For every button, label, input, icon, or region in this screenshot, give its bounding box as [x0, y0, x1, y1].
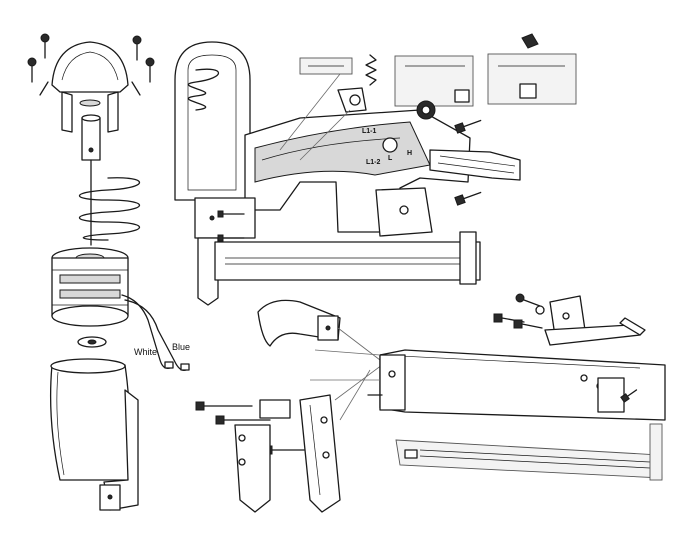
solenoid-coil: White Blue: [51, 247, 190, 371]
jaw-set: [195, 364, 383, 513]
terminal-l1-2-label: L1-2: [366, 159, 381, 166]
top-cap: [39, 41, 141, 133]
terminal-h-label: H: [407, 150, 412, 157]
solenoid-housing: [49, 358, 139, 511]
wire-white-label: White: [134, 347, 157, 357]
wire-blue-label: Blue: [172, 342, 190, 352]
magazine-rail: [395, 423, 663, 481]
upper-plate-assembly: [493, 293, 646, 346]
magazine-box: [367, 349, 666, 421]
switch-assembly: [279, 54, 377, 161]
terminal-l-label: L: [388, 155, 393, 162]
main-tool-body: L1-1 L1-2 L H: [174, 41, 521, 306]
plunger: [81, 114, 101, 246]
terminal-l1-1-label: L1-1: [362, 128, 377, 135]
trigger-lever: [394, 55, 474, 120]
spring-bracket: [257, 299, 381, 361]
coil-spring: [78, 177, 141, 241]
safety-latch: [487, 33, 577, 105]
top-screws: [27, 33, 155, 83]
body-screws: [217, 119, 482, 242]
leader-lines: [310, 349, 381, 381]
magnet-washer: [77, 336, 107, 348]
